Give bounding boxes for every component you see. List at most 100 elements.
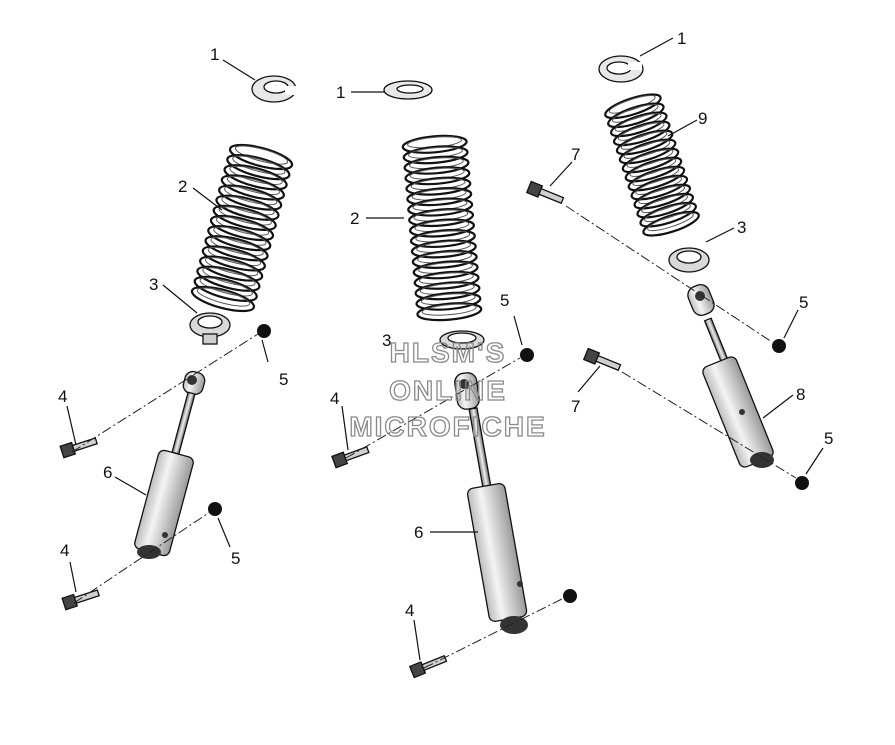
- spring-coil-inner: [226, 175, 281, 196]
- spring-coil-inner: [210, 236, 264, 256]
- spring-coil: [228, 143, 294, 171]
- nut-center-lower: [563, 589, 577, 603]
- spring-coil: [401, 134, 468, 154]
- spring-coil: [407, 197, 474, 217]
- spring-coil: [220, 174, 285, 201]
- coil-spring-left: [190, 143, 294, 313]
- retainer-clip-center: [383, 80, 433, 100]
- assembly-left: [59, 75, 299, 611]
- assembly-right: [525, 55, 809, 490]
- assembly-center: [331, 80, 577, 679]
- spring-coil: [199, 255, 264, 282]
- spring-coil: [604, 93, 662, 120]
- callout-leaders: [66, 37, 824, 661]
- spring-coil: [409, 228, 476, 249]
- callout-b4-lower: 4: [405, 601, 414, 620]
- spring-coil: [196, 265, 261, 292]
- retainer-clip-left: [251, 75, 299, 103]
- callout-a2: 2: [178, 177, 187, 196]
- spring-coil-inner: [421, 303, 477, 316]
- spring-coil-inner: [632, 167, 680, 186]
- spring-coil-inner: [221, 196, 275, 216]
- spring-coil-inner: [232, 155, 286, 175]
- spring-seat-left: [189, 312, 231, 345]
- spring-coil: [402, 145, 469, 165]
- callout-b1: 1: [336, 83, 345, 102]
- spring-coil: [403, 155, 470, 175]
- spring-coil-inner: [213, 226, 267, 246]
- callout-a6: 6: [103, 463, 112, 482]
- spring-coil-inner: [234, 145, 289, 165]
- nut-left-upper: [257, 324, 271, 338]
- spring-coil: [618, 138, 677, 165]
- callout-c8: 8: [796, 385, 805, 404]
- bolt-center-upper: [331, 446, 370, 469]
- callout-b6: 6: [414, 523, 423, 542]
- spring-coil: [218, 184, 283, 211]
- callout-b4-upper: 4: [330, 389, 339, 408]
- callout-a5-upper: 5: [279, 370, 288, 389]
- spring-coil-inner: [608, 95, 656, 114]
- spring-coil: [412, 260, 479, 280]
- callout-c5-upper: 5: [799, 293, 808, 312]
- spring-coil-inner: [196, 287, 251, 307]
- spring-coil: [413, 270, 480, 290]
- spring-coil: [209, 214, 275, 242]
- spring-coil: [607, 102, 665, 129]
- callout-a3: 3: [149, 275, 158, 294]
- callout-c5-lower: 5: [824, 429, 833, 448]
- callout-b3: 3: [382, 331, 391, 350]
- coil-spring-right: [604, 93, 700, 237]
- coil-spring-center: [401, 134, 483, 322]
- spring-coil: [193, 275, 258, 302]
- spring-coil-inner: [218, 206, 272, 226]
- spring-coil: [642, 210, 700, 237]
- spring-coil: [621, 147, 680, 174]
- spring-coil-inner: [229, 165, 283, 185]
- spring-coil: [223, 164, 288, 191]
- watermark-line-1: HLSM'S: [390, 337, 507, 368]
- spring-coil: [212, 204, 277, 231]
- spring-coil: [204, 235, 269, 262]
- callout-a4-lower: 4: [60, 541, 69, 560]
- callout-b2: 2: [350, 209, 359, 228]
- callout-a5-lower: 5: [231, 549, 240, 568]
- bolt-left-lower: [61, 589, 100, 611]
- watermark-line-3: MICROFICHE: [349, 411, 546, 442]
- spring-coil: [406, 187, 473, 207]
- callout-b5: 5: [500, 291, 509, 310]
- spring-coil: [207, 225, 272, 252]
- spring-coil: [609, 111, 668, 138]
- spring-coil: [416, 302, 483, 322]
- spring-coil: [624, 156, 683, 183]
- spring-seat-right: [668, 247, 710, 273]
- spring-coil: [405, 176, 472, 196]
- spring-coil: [633, 183, 692, 210]
- spring-coil: [639, 201, 697, 228]
- callout-c3: 3: [737, 218, 746, 237]
- spring-coil-inner: [202, 267, 256, 287]
- spring-seat-center: [439, 330, 485, 350]
- spring-coil: [215, 194, 280, 221]
- callout-a4-upper: 4: [58, 387, 67, 406]
- spring-coil-inner: [215, 216, 270, 236]
- callout-c7-upper: 7: [571, 145, 580, 164]
- spring-coil-inner: [647, 212, 694, 232]
- callout-c1: 1: [677, 29, 686, 48]
- spring-coil: [415, 291, 482, 311]
- watermark: HLSM'S ONLINE MICROFICHE: [349, 336, 546, 442]
- spring-coil: [190, 285, 256, 313]
- watermark-line-2: ONLINE: [389, 375, 507, 406]
- spring-coil: [630, 174, 689, 201]
- callout-c7-lower: 7: [571, 397, 580, 416]
- spring-coil-inner: [224, 186, 278, 206]
- spring-coil: [414, 281, 481, 301]
- spring-coil-inner: [199, 277, 253, 297]
- shock-absorber-center: [454, 372, 528, 634]
- nut-right-lower: [795, 476, 809, 490]
- spring-coil: [636, 192, 695, 219]
- bolt-right-lower: [582, 347, 622, 372]
- nut-left-lower: [208, 502, 222, 516]
- spring-coil-inner: [207, 246, 261, 267]
- spring-coil: [411, 249, 478, 269]
